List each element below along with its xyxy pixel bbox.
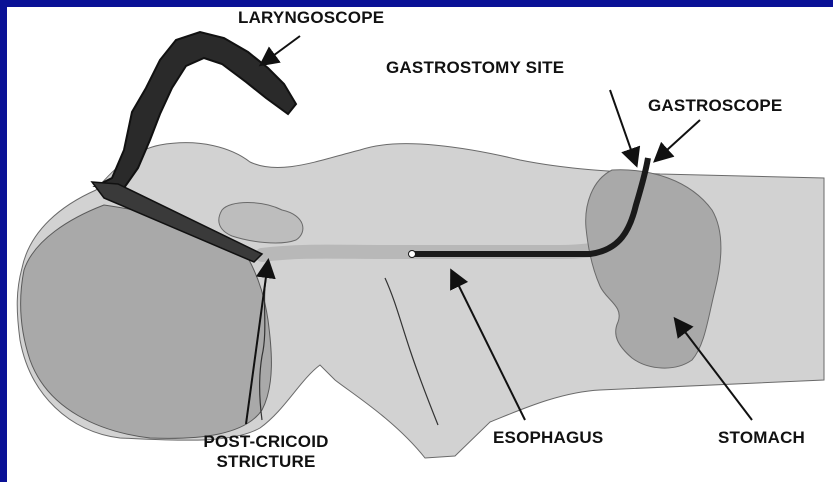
label-post-cricoid-line2: STRICTURE — [186, 452, 346, 472]
arrow-laryngoscope — [262, 36, 300, 64]
arrow-gastroscope — [656, 120, 700, 160]
label-gastroscope: GASTROSCOPE — [648, 96, 782, 116]
gastroscope-tip — [409, 251, 416, 258]
label-esophagus: ESOPHAGUS — [493, 428, 603, 448]
label-laryngoscope: LARYNGOSCOPE — [238, 8, 384, 28]
label-gastrostomy-site: GASTROSTOMY SITE — [386, 58, 564, 78]
label-stomach: STOMACH — [718, 428, 805, 448]
arrow-gastrostomy-site — [610, 90, 636, 164]
label-post-cricoid: POST-CRICOID STRICTURE — [186, 432, 346, 472]
label-post-cricoid-line1: POST-CRICOID — [186, 432, 346, 452]
